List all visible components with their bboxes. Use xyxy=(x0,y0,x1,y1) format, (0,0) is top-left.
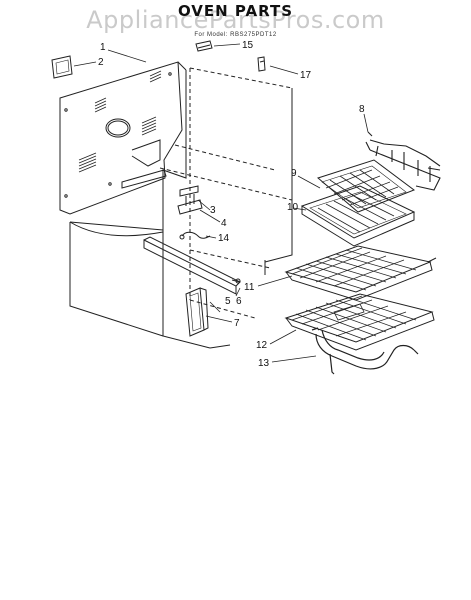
callout-3: 3 xyxy=(210,205,216,216)
callout-8: 8 xyxy=(359,104,365,115)
upper-oven-rack xyxy=(284,245,437,301)
callout-14: 14 xyxy=(218,233,230,244)
cover-plate xyxy=(51,55,73,79)
top-clip-17 xyxy=(257,56,266,72)
back-panel xyxy=(59,61,187,215)
callout-13: 13 xyxy=(258,358,270,369)
callout-10: 10 xyxy=(287,202,299,213)
watermark-text: AppliancePartsPros.com xyxy=(86,6,385,34)
broil-element xyxy=(365,131,441,191)
callout-17: 17 xyxy=(300,70,312,81)
callout-15: 15 xyxy=(242,40,254,51)
leader-lines xyxy=(73,43,369,363)
bake-element xyxy=(311,327,419,375)
callout-9: 9 xyxy=(291,168,297,179)
callout-labels: 1 2 3 4 5 6 7 8 9 10 11 12 13 14 15 17 xyxy=(98,40,365,369)
broiler-grid xyxy=(316,159,416,213)
lower-oven-rack xyxy=(284,293,435,351)
callout-7: 7 xyxy=(234,318,240,329)
callout-1: 1 xyxy=(100,42,106,53)
callout-6: 6 xyxy=(236,296,242,307)
front-rail xyxy=(143,236,241,295)
side-brackets xyxy=(177,185,211,240)
callout-4: 4 xyxy=(221,218,227,229)
diagram-subtitle: For Model: RBS275PDT12 xyxy=(194,32,277,38)
hinge-cover xyxy=(185,287,209,337)
callout-5: 5 xyxy=(225,296,231,307)
screw-6 xyxy=(231,278,241,284)
callout-12: 12 xyxy=(256,340,268,351)
oven-cabinet xyxy=(69,67,293,349)
callout-2: 2 xyxy=(98,57,104,68)
diagram-title: OVEN PARTS xyxy=(177,2,294,20)
top-bracket-15 xyxy=(195,40,213,52)
broiler-pan xyxy=(300,185,416,247)
callout-11: 11 xyxy=(244,282,255,293)
